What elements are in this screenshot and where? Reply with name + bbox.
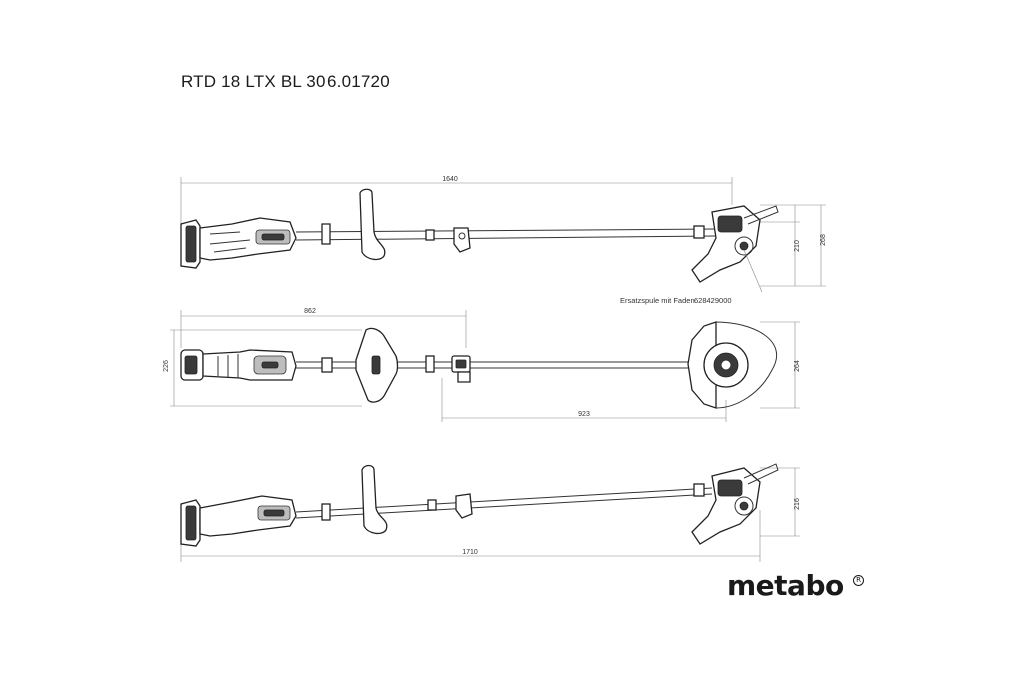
- motor-housing: [199, 217, 297, 261]
- front-handle-lower: [361, 464, 388, 535]
- metabo-logo: metabo R: [727, 568, 864, 604]
- dim-216: 216: [794, 498, 801, 510]
- article-number: 6.01720: [327, 72, 390, 91]
- dim-862: 862: [304, 308, 316, 315]
- view-side-bottom: 1710 216: [180, 463, 801, 562]
- registered-mark: R: [853, 575, 864, 586]
- view-side-top: 1640 210 268: [180, 176, 827, 305]
- dim-268: 268: [820, 234, 827, 246]
- spare-spool-number: 628429000: [694, 296, 732, 305]
- cutting-head-lower: [691, 467, 761, 545]
- front-handle: [359, 188, 386, 261]
- cutting-head: [691, 205, 761, 283]
- dim-923: 923: [578, 411, 590, 418]
- spare-spool-label: Ersatzspule mit Faden: [620, 296, 695, 305]
- dim-264: 264: [794, 360, 801, 372]
- model-name: RTD 18 LTX BL 30: [181, 72, 326, 91]
- logo-wordmark: metabo: [727, 569, 844, 602]
- dim-1710: 1710: [462, 549, 478, 556]
- dim-226: 226: [163, 360, 170, 372]
- dim-210: 210: [794, 240, 801, 252]
- view-top-middle: 862 226 923 264: [163, 308, 801, 422]
- dim-1640: 1640: [442, 176, 458, 183]
